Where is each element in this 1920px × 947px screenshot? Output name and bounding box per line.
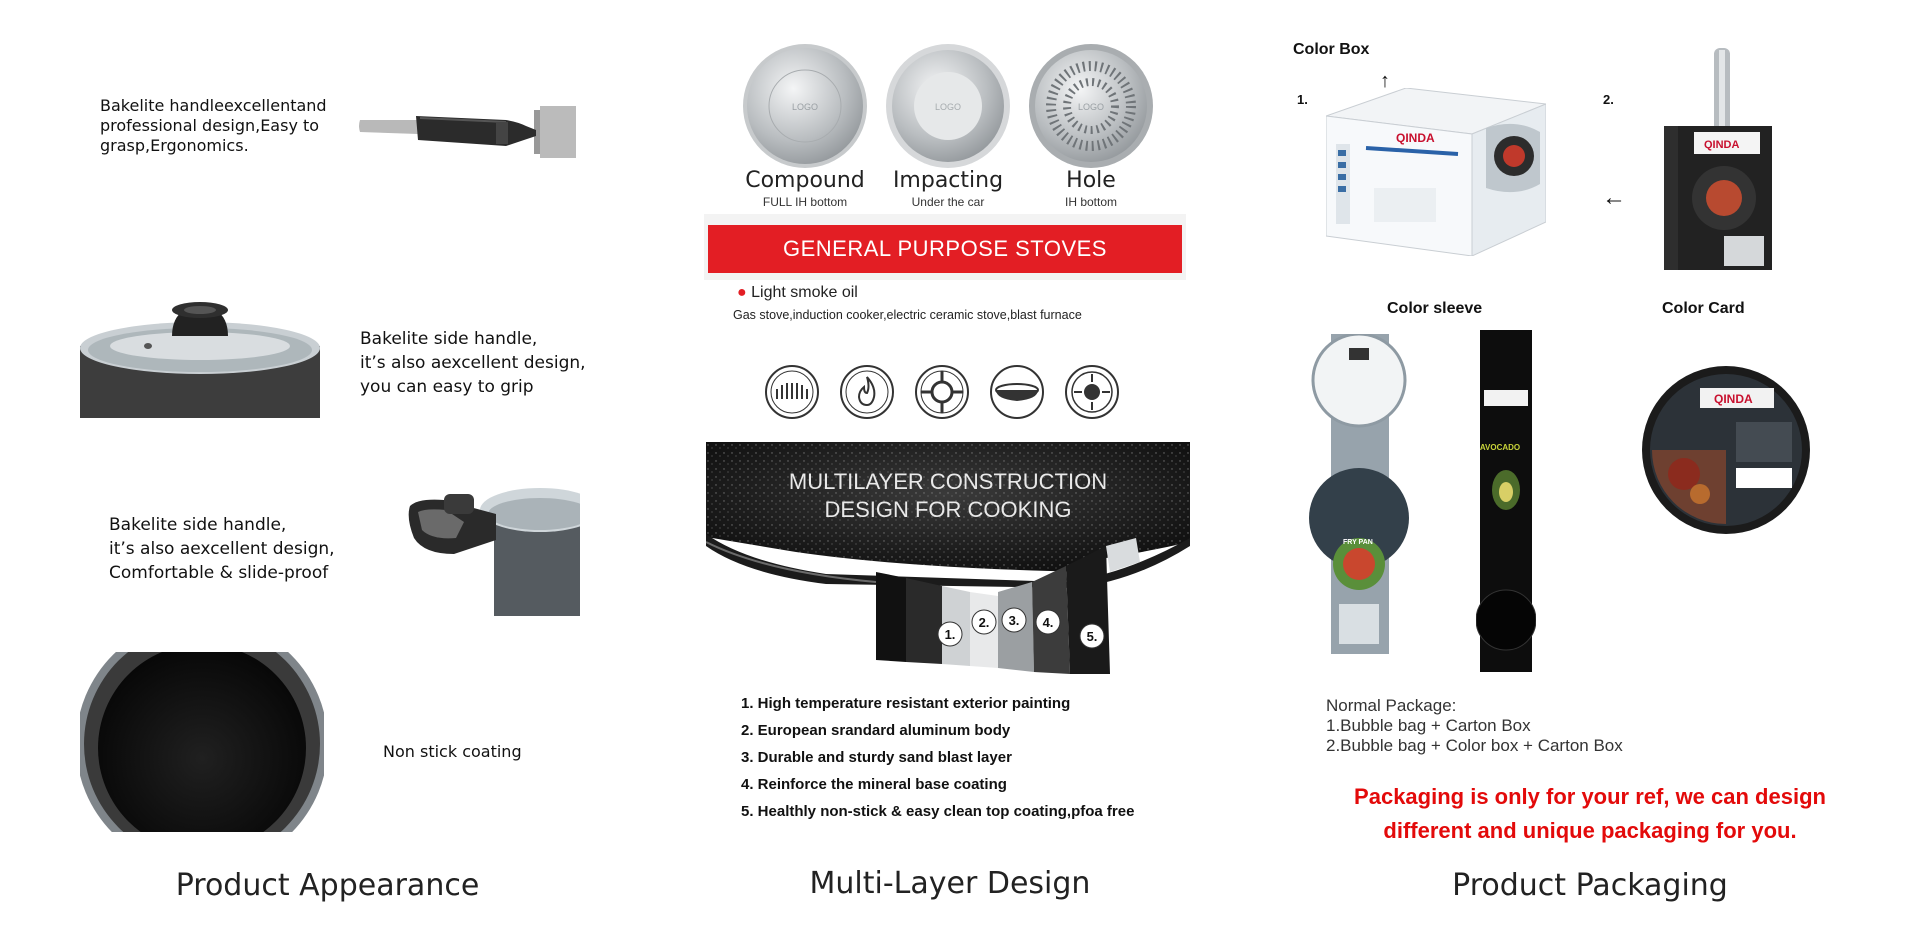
feature-coating-text: Non stick coating [383,742,522,761]
construction-title: MULTILAYER CONSTRUCTION DESIGN FOR COOKI… [706,468,1190,524]
stove-types-text: Gas stove,induction cooker,electric cera… [733,308,1082,322]
box2-brand-logo: QINDA [1704,139,1740,151]
layer-badge-4: 4. [1043,615,1054,630]
feature-slide-proof-text: Bakelite side handle, it’s also aexcelle… [109,515,335,583]
glass-lid-image [80,302,320,418]
bottom-compound-label: Compound FULL IH bottom [740,168,870,209]
color-box-image: QINDA [1326,88,1546,256]
stove-icons-row [765,365,1119,419]
caption-multi-layer-design: Multi-Layer Design [809,866,1091,901]
color-box-2-image: QINDA [1664,48,1772,270]
construction-title-line-2: DESIGN FOR COOKING [824,497,1072,522]
layer-item-4: 4. Reinforce the mineral base coating [741,776,1007,793]
logo-mark-3: LOGO [1078,102,1104,112]
color-sleeve-black-image: AVOCADO [1476,330,1536,672]
layer-badge-5: 5. [1087,629,1098,644]
bottom-name: Compound [745,168,865,193]
normal-package-option-1: 1.Bubble bag + Carton Box [1326,716,1531,735]
hole-bottom-disc [1029,44,1153,168]
layer-item-3: 3. Durable and sturdy sand blast layer [741,749,1012,766]
bottom-sub: Under the car [911,195,985,209]
normal-package-option-2: 2.Bubble bag + Color box + Carton Box [1326,736,1623,755]
layer-number-badges: 1. 2. 3. 4. 5. [937,607,1105,649]
normal-package-block: Normal Package: 1.Bubble bag + Carton Bo… [1326,696,1623,756]
light-smoke-oil-bullet: ● Light smoke oil [737,284,858,302]
construction-title-line-1: MULTILAYER CONSTRUCTION [788,469,1108,494]
logo-mark-2: LOGO [935,102,961,112]
impacting-bottom-disc [886,44,1010,168]
bottom-impacting-label: Impacting Under the car [883,168,1013,209]
color-sleeve-title: Color sleeve [1387,300,1483,317]
bottom-sub: FULL IH bottom [762,195,848,209]
bottom-sub: IH bottom [1064,195,1118,209]
normal-package-title: Normal Package: [1326,696,1457,715]
arrow-up-icon: ↑ [1380,70,1390,92]
layer-item-2: 2. European srandard aluminum body [741,722,1011,739]
packaging-note-line-1: Packaging is only for your ref, we can d… [1354,784,1826,809]
gas-burner-icon [915,365,969,419]
package-number-2: 2. [1603,92,1614,107]
induction-stove-icon [1065,365,1119,419]
caption-product-packaging: Product Packaging [1452,868,1728,903]
compound-bottom-disc [743,44,867,168]
pot-side-handle-image [408,488,580,616]
bottom-name: Impacting [892,168,1004,193]
general-purpose-stoves-banner: GENERAL PURPOSE STOVES [708,225,1182,273]
caption-product-appearance: Product Appearance [175,868,480,903]
sleeve1-label: FRY PAN [1343,539,1373,546]
packaging-note: Packaging is only for your ref, we can d… [1300,780,1880,848]
sleeve2-label: AVOCADO [1480,443,1520,452]
bullet-dot-icon: ● [737,284,747,301]
layer-badge-1: 1. [945,627,956,642]
layer-badge-3: 3. [1009,613,1020,628]
color-sleeve-grey-image: FRY PAN [1309,334,1409,654]
bottom-hole-label: Hole IH bottom [1026,168,1156,209]
ceramic-stove-icon [990,365,1044,419]
pan-bottom-discs: LOGO LOGO LOGO [743,44,1153,168]
layer-badge-2: 2. [979,615,990,630]
arrow-left-icon: ← [1602,184,1626,211]
layer-list: 1. High temperature resistant exterior p… [741,690,1134,825]
logo-mark-1: LOGO [792,102,818,112]
color-box-title: Color Box [1293,41,1370,58]
feature-handle-text: Bakelite handleexcellentand professional… [100,96,327,155]
non-stick-pan-image [80,652,324,832]
gas-flame-icon [840,365,894,419]
color-card-title: Color Card [1662,300,1745,317]
layer-item-1: 1. High temperature resistant exterior p… [741,695,1071,712]
coil-stove-icon [765,365,819,419]
long-handle-image [359,106,576,158]
bullet-text: Light smoke oil [751,284,858,301]
color-card-image: QINDA [1642,366,1810,534]
packaging-note-line-2: different and unique packaging for you. [1383,818,1797,843]
layer-item-5: 5. Healthly non-stick & easy clean top c… [741,803,1135,820]
feature-side-handle-text: Bakelite side handle, it’s also aexcelle… [360,329,586,397]
card-brand-logo: QINDA [1714,392,1753,406]
box-brand-logo: QINDA [1396,131,1435,145]
package-number-1: 1. [1297,92,1308,107]
bottom-name: Hole [1066,168,1116,193]
